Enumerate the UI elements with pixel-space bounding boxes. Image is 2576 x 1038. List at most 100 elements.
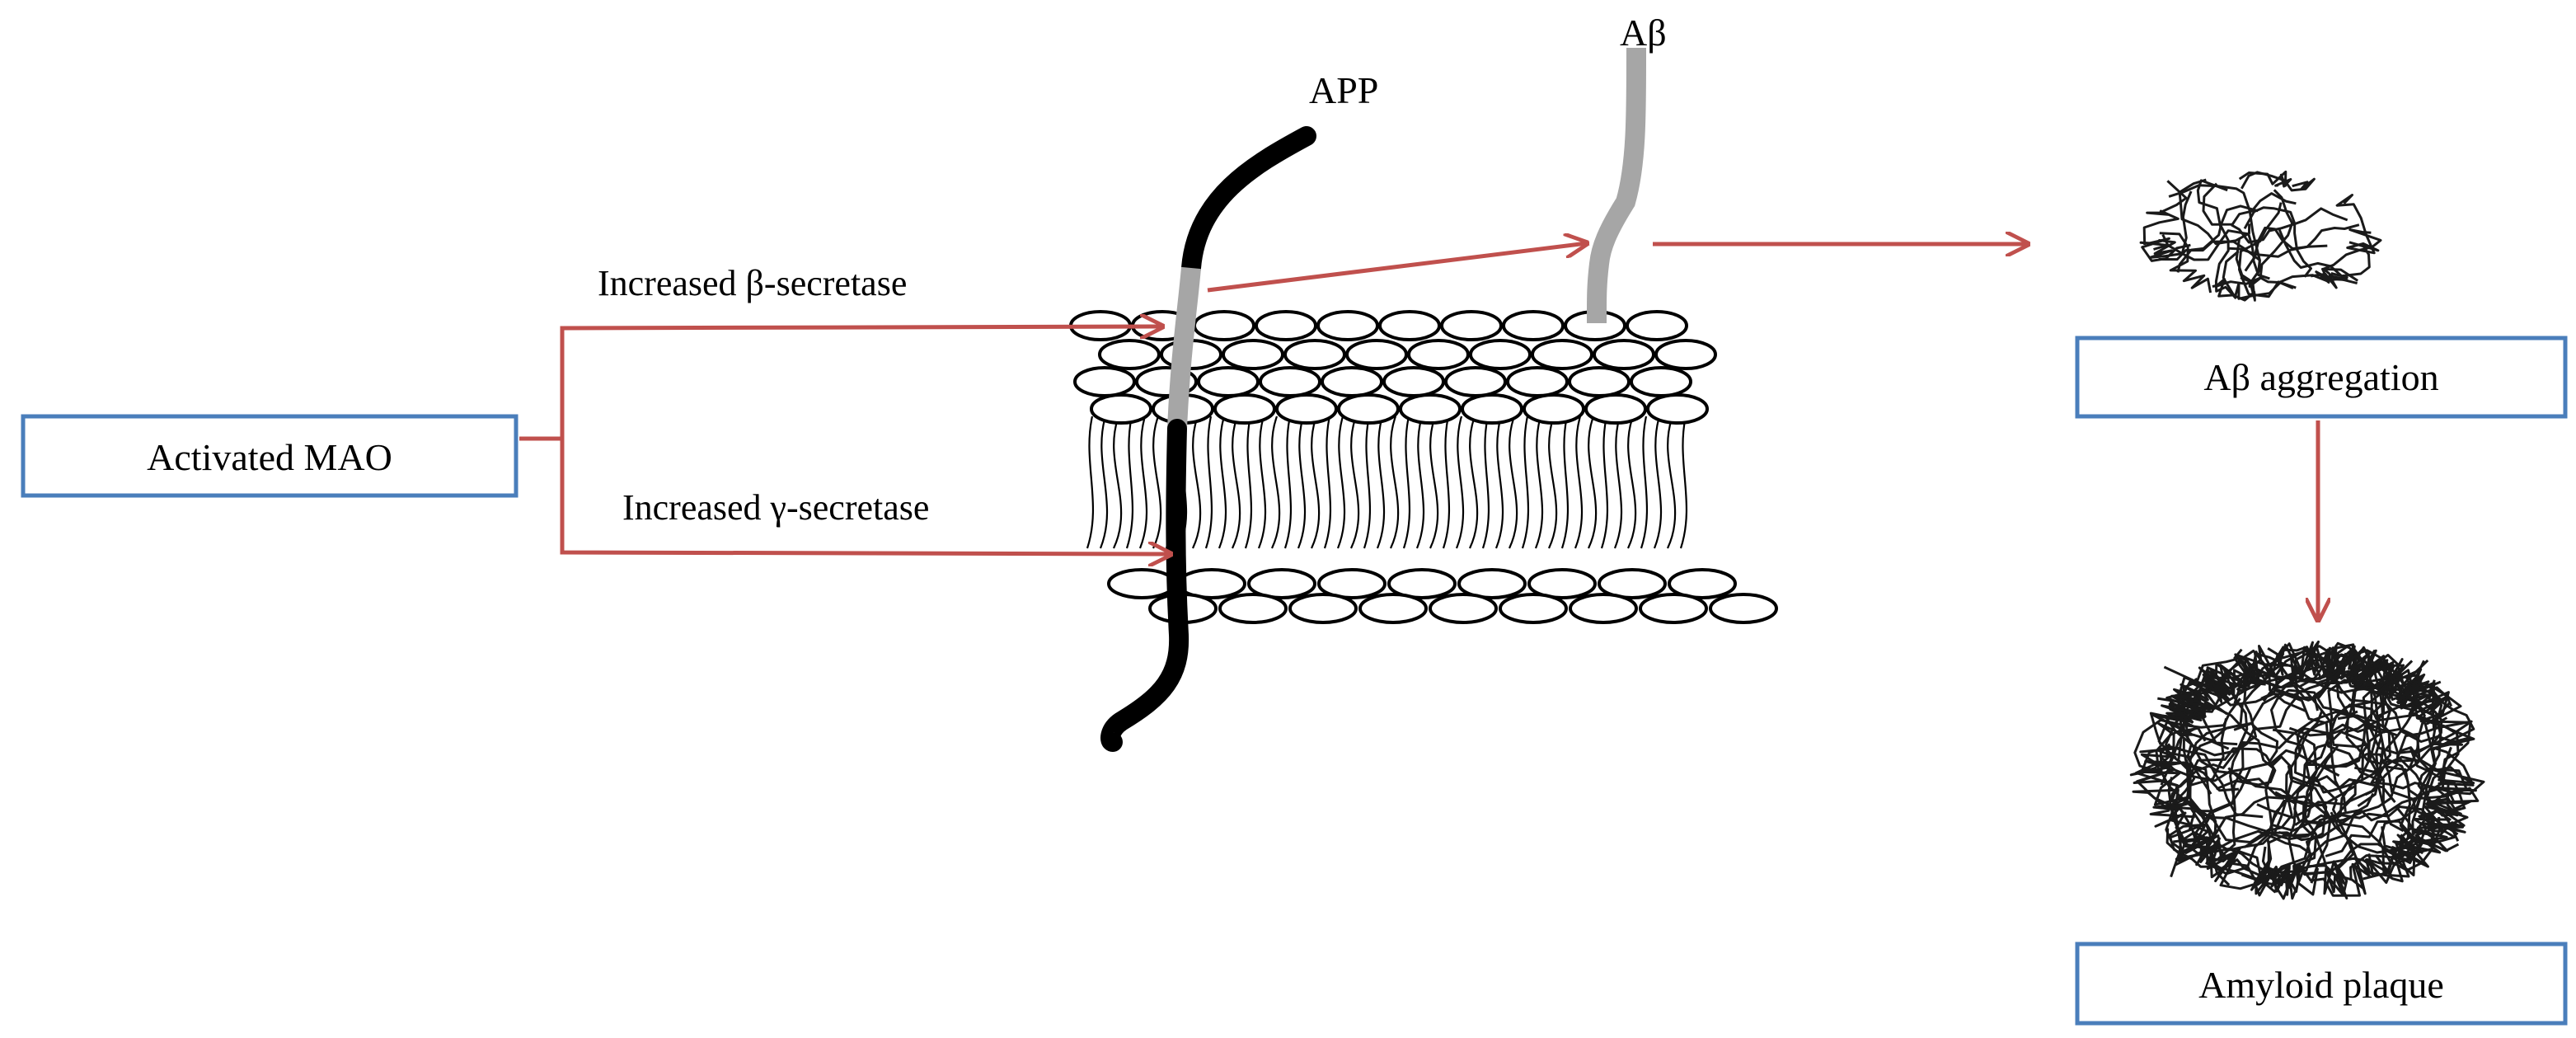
lipid-head	[1506, 366, 1569, 397]
lipid-tail	[1469, 416, 1479, 549]
lipid-tail	[1548, 416, 1558, 549]
lipid-head	[1668, 568, 1737, 599]
fiber-strand	[2182, 688, 2385, 806]
fiber-strand	[2170, 755, 2293, 878]
lipid-tail	[1204, 416, 1213, 549]
lipid-heads-bottom-layer	[1107, 568, 1778, 624]
lipid-tail	[1363, 416, 1372, 549]
node-abeta-aggregation: Aβ aggregation	[2075, 336, 2568, 419]
lipid-head	[1429, 593, 1498, 624]
lipid-tail	[1627, 416, 1637, 549]
fiber-strand	[2412, 695, 2475, 808]
lipid-head	[1317, 568, 1387, 599]
app-protein	[1100, 126, 1316, 752]
lipid-head	[1259, 366, 1321, 397]
fiber-strand	[2173, 836, 2375, 900]
lipid-tail	[1297, 416, 1307, 549]
lipid-head	[1321, 366, 1383, 397]
fiber-strand	[2268, 702, 2417, 841]
lipid-head	[1639, 593, 1708, 624]
app-protein-abeta-gray-segment	[1167, 266, 1201, 430]
lipid-tail	[1640, 416, 1649, 549]
lipid-head	[1626, 310, 1688, 341]
lipid-head	[1407, 339, 1470, 370]
lipid-head	[1345, 339, 1408, 370]
fiber-strand	[2231, 207, 2348, 244]
fiber-strand	[2278, 228, 2371, 278]
lipid-tail	[1613, 416, 1623, 549]
node-box-abeta-aggregation	[2075, 336, 2568, 419]
arrows	[519, 243, 2318, 620]
fiber-strand	[2268, 643, 2369, 749]
lipid-head	[1193, 310, 1255, 341]
fiber-strand	[2148, 190, 2193, 259]
node-label-amyloid-plaque: Amyloid plaque	[2198, 964, 2444, 1006]
lipid-tail	[1244, 416, 1253, 549]
lipid-tail	[1125, 416, 1134, 549]
lipid-tail	[1481, 416, 1490, 549]
node-box-activated-mao	[21, 414, 518, 498]
lipid-tail	[1494, 416, 1504, 549]
fiber-strand	[2238, 170, 2292, 188]
lipid-tail	[1402, 416, 1411, 549]
lipid-head	[1387, 568, 1457, 599]
label-abeta: Aβ	[1620, 12, 1667, 54]
fiber-strand	[2165, 645, 2284, 757]
lipid-tail	[1442, 416, 1451, 549]
lipid-tail	[1152, 416, 1162, 549]
edge-label-beta-secretase: Increased β-secretase	[598, 263, 907, 303]
node-box-amyloid-plaque	[2075, 942, 2568, 1026]
fiber-strand	[2381, 810, 2452, 856]
node-label-abeta-aggregation: Aβ aggregation	[2203, 356, 2438, 398]
lipid-head	[1523, 393, 1585, 425]
fiber-strand	[2202, 182, 2297, 226]
lipid-tail	[1283, 416, 1293, 549]
lipid-tail	[1376, 416, 1386, 549]
fiber-strand	[2149, 669, 2299, 819]
lipid-tail	[1336, 416, 1346, 549]
fiber-strand	[2219, 765, 2328, 890]
lipid-head	[1569, 593, 1638, 624]
fiber-strand	[2214, 278, 2294, 300]
fiber-strand	[2149, 704, 2230, 759]
lipid-head	[1358, 593, 1428, 624]
fiber-strand	[2152, 718, 2227, 862]
lipid-tail	[1521, 416, 1530, 549]
fiber-strand	[2267, 811, 2365, 900]
fiber-strand	[2194, 666, 2257, 863]
app-protein-upper-black	[1181, 126, 1316, 278]
lipid-head	[1654, 339, 1717, 370]
lipid-head	[1378, 310, 1441, 341]
lipid-bilayer-membrane	[1069, 310, 1778, 624]
lipid-head	[1073, 366, 1136, 397]
fiber-strand	[2256, 727, 2421, 820]
lipid-tail	[1323, 416, 1332, 549]
lipid-head	[1213, 393, 1276, 425]
abeta-aggregate-fibers	[2139, 170, 2382, 302]
lipid-head	[1222, 339, 1284, 370]
lipid-head	[1568, 366, 1631, 397]
lipid-head	[1247, 568, 1316, 599]
fiber-strand	[2361, 713, 2437, 854]
edge-cleavage-to-abeta	[1207, 243, 1587, 293]
lipid-tail	[1560, 416, 1570, 549]
fiber-strand	[2222, 237, 2256, 302]
fiber-strand	[2132, 788, 2241, 871]
fiber-strand	[2335, 194, 2380, 255]
node-label-activated-mao: Activated MAO	[147, 436, 392, 478]
label-app: APP	[1309, 69, 1378, 111]
edge-label-gamma-secretase: Increased γ-secretase	[622, 487, 929, 528]
lipid-tail	[1429, 416, 1439, 549]
fiber-strand	[2178, 178, 2251, 246]
lipid-head	[1531, 339, 1593, 370]
lipid-tail	[1653, 416, 1663, 549]
fiber-strand	[2299, 667, 2426, 709]
fiber-strand	[2139, 237, 2191, 262]
cleaved-abeta-fragment	[1586, 47, 1647, 324]
fiber-strand	[2359, 659, 2443, 771]
lipid-head	[1283, 339, 1346, 370]
lipid-head	[1275, 393, 1338, 425]
fiber-strand	[2324, 753, 2436, 856]
